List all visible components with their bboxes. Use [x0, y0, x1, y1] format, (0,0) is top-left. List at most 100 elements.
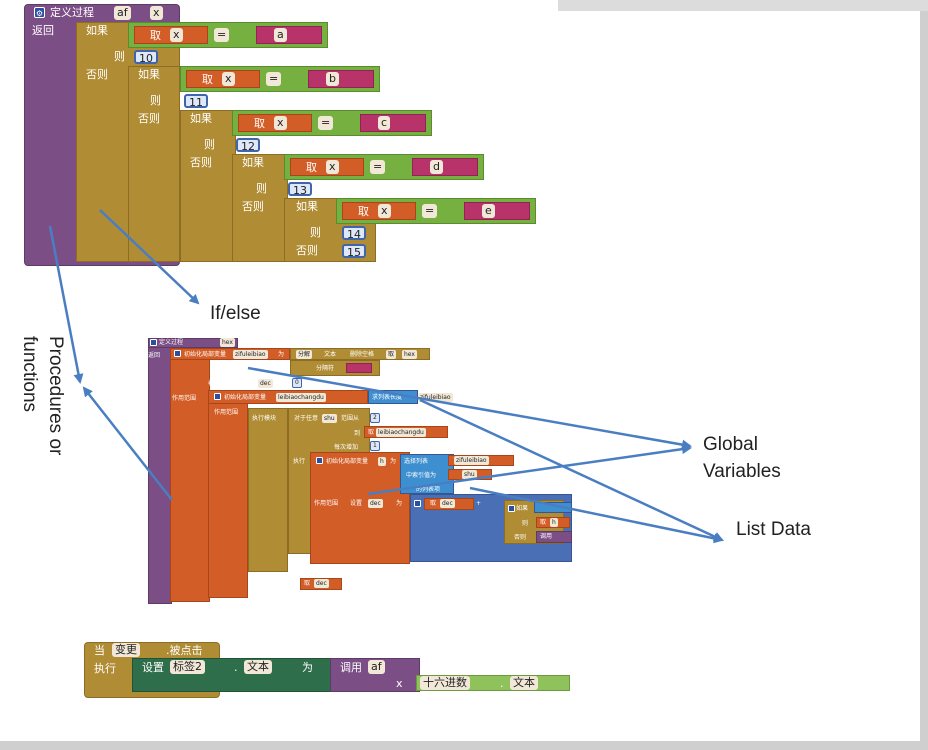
set-label: 设置 — [142, 661, 164, 674]
if-block-4[interactable] — [232, 154, 288, 262]
call-label: 调用 — [540, 533, 553, 540]
source-dropdown[interactable]: 十六进数 — [420, 676, 470, 690]
list-item-label: 的列表项 — [416, 486, 441, 493]
var-x-field[interactable]: x — [274, 116, 287, 130]
var-x-field[interactable]: x — [326, 160, 339, 174]
ifelse-annotation: If/else — [210, 303, 261, 324]
set-property-block[interactable] — [132, 658, 332, 692]
op-equals-field[interactable]: = — [266, 72, 282, 86]
target-dropdown[interactable]: 标签2 — [170, 660, 205, 674]
number-block[interactable]: 1 — [370, 441, 380, 451]
init-local-block-2[interactable] — [208, 390, 248, 598]
op-equals-field[interactable]: = — [370, 160, 386, 174]
else-label: 否则 — [86, 68, 108, 81]
gear-icon[interactable]: ⚙ — [34, 7, 45, 18]
init-local-label: 初始化局部变量 — [208, 380, 251, 387]
var-field[interactable]: dec — [314, 579, 329, 588]
dot-separator: . — [500, 677, 504, 690]
procedure-param-x[interactable]: x — [150, 6, 163, 20]
list-var-field[interactable]: zifuleibiao — [454, 456, 489, 465]
number-block[interactable]: 11 — [184, 94, 208, 109]
separator-text[interactable] — [346, 363, 372, 373]
procedure-name-field[interactable]: af — [114, 6, 131, 20]
number-block[interactable]: 0 — [292, 378, 302, 388]
text-value[interactable]: b — [326, 72, 339, 86]
scope-label: 作用范围 — [214, 409, 239, 416]
exec-module-block[interactable] — [248, 408, 288, 572]
text-block[interactable] — [464, 202, 530, 220]
hex-var-field[interactable]: hex — [402, 350, 417, 359]
gear-icon[interactable] — [150, 339, 157, 346]
text-block[interactable] — [256, 26, 322, 44]
condition-block[interactable] — [534, 502, 572, 513]
loop-var-field[interactable]: shu — [322, 414, 337, 423]
procedure-param-hex[interactable]: hex — [220, 338, 235, 347]
if-label: 如果 — [190, 112, 212, 125]
local-var-field[interactable]: leibiaochangdu — [276, 393, 326, 402]
if-block-2[interactable] — [128, 66, 180, 262]
var-x-field[interactable]: x — [378, 204, 391, 218]
list-var-field[interactable]: zifuleibiao — [418, 393, 453, 402]
number-block[interactable]: 14 — [342, 226, 366, 241]
op-equals-field[interactable]: = — [422, 204, 438, 218]
init-local-label: 初始化局部变量 — [326, 458, 369, 465]
text-block[interactable] — [308, 70, 374, 88]
number-block[interactable]: 13 — [288, 182, 312, 197]
separator-label: 分隔符 — [316, 365, 335, 372]
procedure-name-dropdown[interactable]: af — [368, 660, 385, 674]
number-block[interactable]: 2 — [370, 413, 380, 423]
number-block[interactable]: 12 — [236, 138, 260, 153]
gear-icon[interactable] — [414, 500, 421, 507]
split-field[interactable]: 分解 — [296, 350, 313, 359]
text-block[interactable] — [360, 114, 426, 132]
number-block-final[interactable]: 15 — [342, 244, 366, 259]
number-block[interactable]: 10 — [134, 50, 158, 65]
then-label: 则 — [256, 182, 267, 195]
loop-var-field[interactable]: shu — [462, 470, 477, 479]
list-length-label: 求列表长度 — [372, 394, 403, 401]
component-dropdown[interactable]: 变更 — [112, 643, 140, 657]
exec-module-label: 执行模块 — [252, 415, 277, 422]
var-x-field[interactable]: x — [170, 28, 183, 42]
call-block[interactable] — [536, 531, 572, 543]
event-label: .被点击 — [166, 644, 203, 657]
var-field[interactable]: dec — [368, 499, 383, 508]
local-var-field[interactable]: h — [378, 457, 386, 466]
init-local-block-3[interactable] — [310, 452, 410, 564]
gear-icon[interactable] — [174, 350, 181, 357]
var-field[interactable]: leibiaochangdu — [376, 428, 426, 437]
text-value[interactable]: d — [430, 160, 443, 174]
procedure-header[interactable] — [148, 338, 238, 348]
as-label: 为 — [280, 380, 287, 387]
local-var-field[interactable]: dec — [258, 379, 273, 388]
for-each-label: 对于任意 — [294, 415, 319, 422]
property-dropdown[interactable]: 文本 — [244, 660, 272, 674]
window-top-bar — [558, 0, 928, 11]
source-property-dropdown[interactable]: 文本 — [510, 676, 538, 690]
step-label: 每次增加 — [334, 444, 359, 451]
text-value[interactable]: c — [378, 116, 391, 130]
text-block[interactable] — [412, 158, 478, 176]
var-field[interactable]: h — [550, 518, 558, 527]
text-value[interactable]: e — [482, 204, 495, 218]
then-label: 则 — [522, 520, 529, 527]
gear-icon[interactable] — [214, 393, 221, 400]
if-label: 如果 — [138, 68, 160, 81]
text-value[interactable]: a — [274, 28, 287, 42]
init-local-block-1[interactable] — [170, 348, 210, 602]
var-x-field[interactable]: x — [222, 72, 235, 86]
get-label: 取 — [254, 117, 265, 130]
procedure-header-label: 定义过程 — [50, 6, 94, 19]
gear-icon[interactable] — [316, 457, 323, 464]
else-label: 否则 — [190, 156, 212, 169]
op-equals-field[interactable]: = — [214, 28, 230, 42]
local-var-field[interactable]: zifuleibiao — [233, 350, 268, 359]
gear-icon[interactable] — [508, 505, 515, 512]
op-equals-field[interactable]: = — [318, 116, 334, 130]
else-label: 否则 — [138, 112, 160, 125]
as-label: 为 — [278, 351, 285, 358]
dot-separator: . — [234, 661, 238, 674]
get-field[interactable]: 取 — [386, 350, 397, 359]
var-field[interactable]: dec — [440, 499, 455, 508]
arrow-global-1 — [247, 366, 692, 450]
